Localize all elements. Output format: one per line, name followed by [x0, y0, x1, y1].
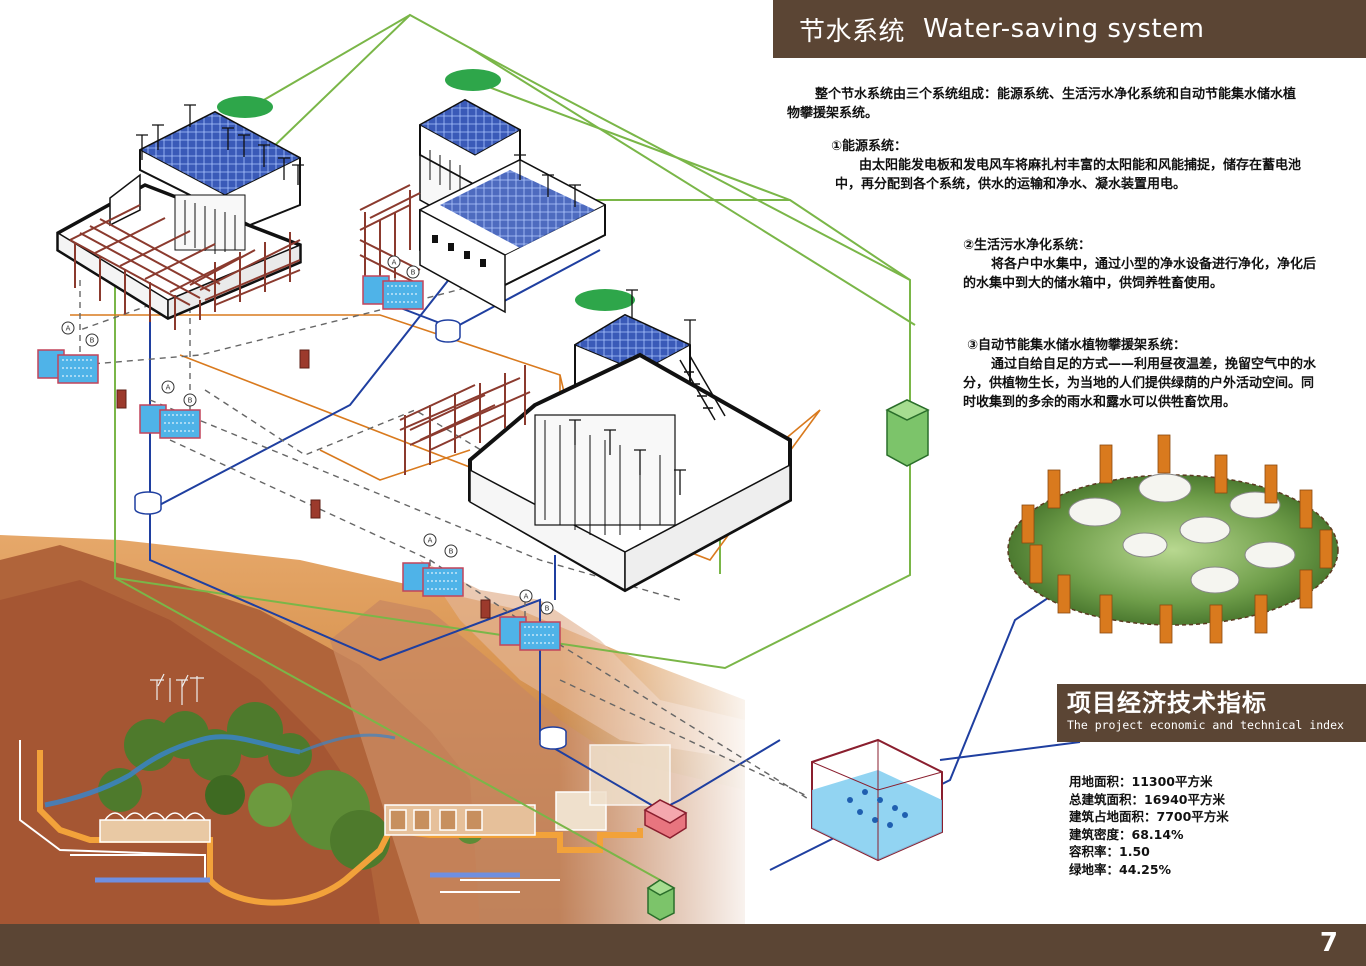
water-tank-icon: [499, 616, 561, 651]
sewage-system-text: ②生活污水净化系统： 将各户中水集中，通过小型的净水设备进行净化，净化后 的水集…: [963, 236, 1353, 293]
storage-tanks: [37, 275, 561, 651]
stat-item: 用地面积：11300平方米: [1069, 774, 1213, 789]
energy-system-line-2: 中，再分配到各个系统，供水的运输和净水、凝水装置用电。: [835, 177, 1187, 192]
green-collector-boxes: [646, 399, 930, 921]
green-roof-disc-2: [445, 69, 501, 91]
tank-label-a: A: [166, 384, 171, 392]
intro-line-2: 物攀援架系统。: [787, 106, 879, 121]
page-title-en: Water-saving system: [923, 14, 1205, 44]
tank-label-a: A: [524, 593, 529, 601]
water-tank-icon: [37, 349, 99, 384]
battery-icon: [116, 389, 127, 409]
sewage-system-line-2: 的水集中到大的储水箱中，供饲养牲畜使用。: [963, 276, 1224, 291]
stat-item: 总建筑面积：16940平方米: [1069, 791, 1225, 807]
stat-item: 容积率：1.50: [1069, 844, 1150, 859]
energy-network-lines: [114, 13, 916, 881]
pergola-system-line-2: 分，供植物生长，为当地的人们提供绿荫的户外活动空间。同: [963, 376, 1315, 391]
building-right: [468, 289, 792, 593]
energy-system-line-1: 由太阳能发电板和发电风车将麻扎村丰富的太阳能和风能捕捉，储存在蓄电池: [859, 158, 1302, 173]
intro-line-1: 整个节水系统由三个系统组成：能源系统、生活污水净化系统和自动节能集水储水植: [815, 87, 1297, 102]
sheep-pen: [1007, 434, 1339, 644]
tank-label-b: B: [545, 605, 550, 613]
terrain-section: [19, 740, 643, 906]
tank-label-a: A: [66, 325, 71, 333]
stat-item: 建筑密度：68.14%: [1069, 826, 1184, 842]
index-stats-list: 用地面积：11300平方米 总建筑面积：16940平方米 建筑占地面积：7700…: [1069, 773, 1229, 878]
section-buildings: [99, 744, 671, 843]
index-title-cn: 项目经济技术指标: [1067, 689, 1267, 717]
main-storage-tank: [811, 738, 943, 862]
water-tank-icon: [402, 562, 464, 597]
battery-icon: [310, 499, 321, 519]
hill-turbines: [150, 673, 204, 705]
pergola-system-text: ③自动节能集水储水植物攀援架系统： 通过自给自足的方式——利用昼夜温差，挽留空气…: [963, 336, 1358, 412]
page-number: 7: [1319, 928, 1338, 958]
pergola-system-line-3: 时收集到的多余的雨水和露水可以供牲畜饮用。: [963, 395, 1237, 410]
sewage-system-line-1: 将各户中水集中，通过小型的净水设备进行净化，净化后: [991, 257, 1317, 272]
green-roof-disc-3: [575, 289, 635, 311]
intro-text: 整个节水系统由三个系统组成：能源系统、生活污水净化系统和自动节能集水储水植 物攀…: [787, 85, 1353, 123]
tank-label-b: B: [449, 548, 454, 556]
tank-label-circles: [61, 255, 554, 615]
page-title-cn: 节水系统: [799, 16, 906, 47]
stat-item: 绿地率：44.25%: [1069, 861, 1172, 877]
tank-label-a: A: [392, 259, 397, 267]
tank-label-b: B: [90, 337, 95, 345]
tank-label-letters: A B A B A B A B A B: [66, 259, 550, 613]
water-tank-icon: [362, 275, 424, 310]
fence-posts: [1021, 434, 1333, 644]
green-roof-disc-1: [217, 96, 273, 118]
energy-system-text: ①能源系统： 由太阳能发电板和发电风车将麻扎村丰富的太阳能和风能捕捉，储存在蓄电…: [831, 137, 1351, 194]
index-title-bar: 项目经济技术指标 The project economic and techni…: [1057, 684, 1366, 742]
pergola-left: [69, 204, 301, 330]
purifier-unit: [643, 799, 688, 839]
pergola-system-heading: ③自动节能集水储水植物攀援架系统：: [967, 338, 1187, 353]
well-icon: [539, 726, 567, 750]
title-bar: 节水系统 Water-saving system: [773, 0, 1366, 58]
footer-bar: 7: [0, 924, 1366, 966]
sewage-system-heading: ②生活污水净化系统：: [963, 238, 1092, 253]
energy-system-heading: ①能源系统：: [831, 139, 908, 154]
index-title-en: The project economic and technical index: [1067, 718, 1344, 732]
well-icons: [134, 319, 567, 750]
battery-icon: [480, 599, 491, 619]
pergola-center: [359, 184, 421, 286]
pergola-system-line-1: 通过自给自足的方式——利用昼夜温差，挽留空气中的水: [991, 357, 1317, 372]
pergola-right: [399, 365, 531, 475]
battery-icon: [299, 349, 310, 369]
tank-label-a: A: [428, 537, 433, 545]
roof-turbines: [136, 104, 696, 495]
well-icon: [435, 319, 461, 343]
sheep-icon: [1068, 473, 1296, 594]
tank-label-b: B: [188, 397, 193, 405]
water-tank-icon: [139, 404, 201, 439]
well-icon: [134, 491, 162, 515]
building-center: [418, 69, 607, 314]
battery-icons: [116, 349, 491, 619]
stat-item: 建筑占地面积：7700平方米: [1069, 809, 1229, 824]
tank-label-b: B: [411, 269, 416, 277]
